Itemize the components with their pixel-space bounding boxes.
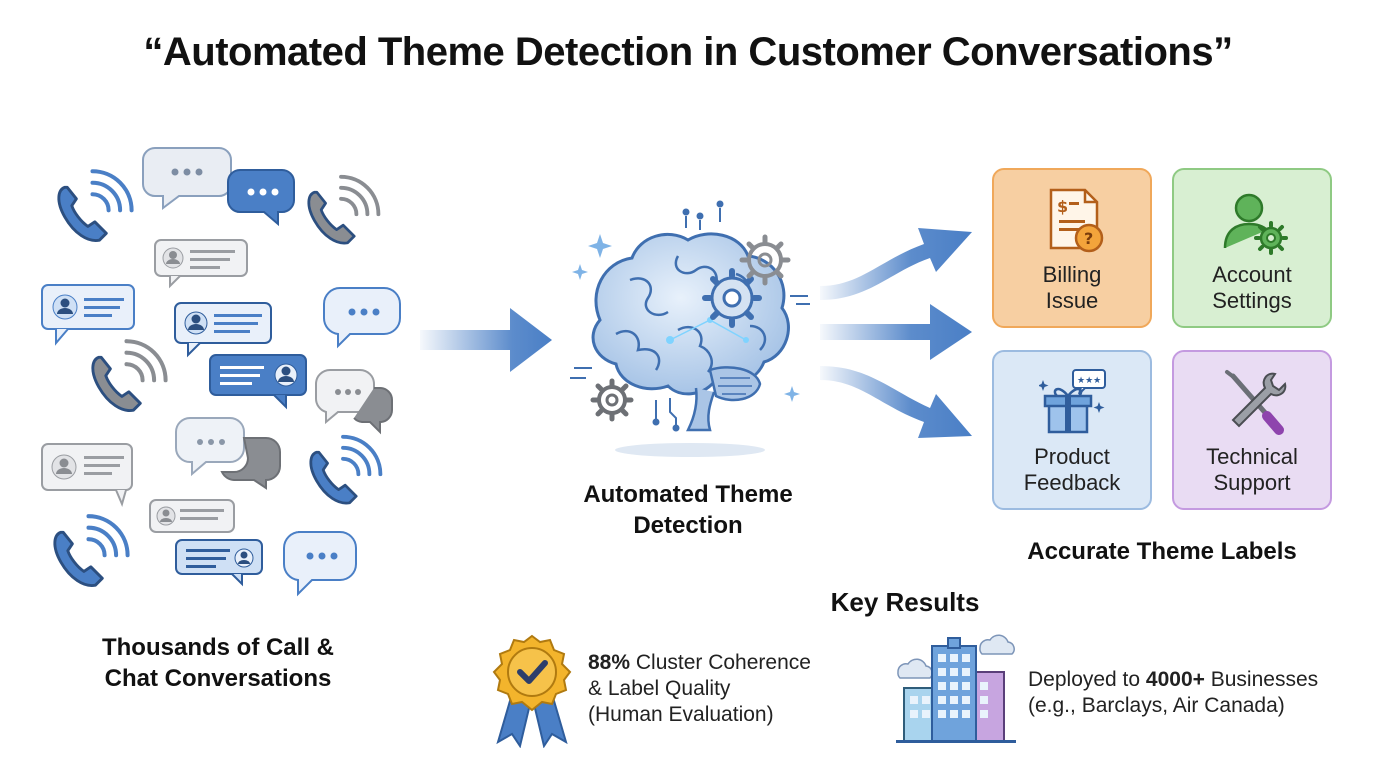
chat-bubble-icon [175,417,281,490]
theme-card-account: Account Settings [1172,168,1332,328]
input-caption: Thousands of Call & Chat Conversations [60,632,376,694]
message-card-icon [175,539,263,587]
gear-icon [590,378,634,422]
phone-icon [309,434,383,505]
deployment-result: Deployed to 4000+ Businesses (e.g., Barc… [1028,667,1368,719]
page-title: “Automated Theme Detection in Customer C… [143,30,1233,74]
svg-text:★★★: ★★★ [1077,376,1101,386]
theme-label-line2: Feedback [1023,470,1121,495]
flow-arrow-icon [820,366,972,438]
svg-text:$: $ [1057,197,1068,216]
theme-label-line1: Technical [1206,444,1298,469]
input-caption-line1: Thousands of Call & [101,634,334,661]
coherence-line3: (Human Evaluation) [588,703,774,726]
theme-label: Billing Issue [994,262,1150,314]
theme-label-line1: Account [1212,262,1292,287]
key-results-heading: Key Results [830,587,980,617]
user-gear-icon [1223,193,1288,255]
deployment-suffix: Businesses [1204,668,1319,691]
phone-icon [307,174,381,245]
message-card-icon [209,354,307,410]
message-card-icon [41,443,133,507]
engine-caption-line2: Detection [633,512,743,539]
theme-label: Account Settings [1174,262,1330,314]
conversations-cluster [41,147,401,597]
engine-caption: Automated Theme Detection [560,479,816,541]
coherence-line1: 88% Cluster Coherence [588,650,848,676]
award-badge-icon [492,634,572,748]
chat-bubble-icon [315,369,393,435]
phone-icon [91,341,166,412]
deployment-line1: Deployed to 4000+ Businesses [1028,667,1368,693]
engine-caption-line1: Automated Theme [583,481,793,508]
deployment-value: 4000+ [1145,668,1205,691]
phone-icon [57,171,132,242]
chat-bubble-icon [322,287,401,349]
message-card-icon [174,302,272,358]
brain-icon [570,200,810,457]
fanout-arrows [820,228,972,438]
city-buildings-icon [896,634,1016,743]
theme-label-line2: Settings [1212,288,1292,313]
input-caption-line2: Chat Conversations [104,665,332,692]
flow-arrow-icon [820,228,972,300]
chat-bubble-icon [282,531,357,597]
deployment-line2: (e.g., Barclays, Air Canada) [1028,694,1285,717]
theme-label: Product Feedback [994,444,1150,496]
invoice-question-icon: $ ? [1049,188,1104,253]
phone-icon [53,516,128,587]
theme-label-line1: Billing [1042,262,1102,287]
coherence-label: Cluster Coherence [630,651,811,674]
message-card-icon [154,239,248,289]
gift-rating-icon: ★★★ [1039,369,1106,434]
flow-arrow-icon [820,304,972,360]
coherence-result: 88% Cluster Coherence & Label Quality (H… [588,650,848,728]
chat-bubble-icon [142,147,232,210]
message-card-icon [41,284,135,346]
theme-card-technical: Technical Support [1172,350,1332,510]
theme-label-line1: Product [1034,444,1110,469]
theme-label: Technical Support [1174,444,1330,496]
wrench-screwdriver-icon [1225,370,1287,435]
outputs-caption: Accurate Theme Labels [1027,538,1297,565]
svg-text:?: ? [1084,229,1093,248]
flow-arrow-icon [420,308,552,372]
coherence-value: 88% [588,651,631,674]
deployment-prefix: Deployed to [1028,668,1146,691]
theme-label-line2: Support [1213,470,1291,495]
chat-bubble-icon [227,169,295,227]
theme-card-product: ★★★ Product Feedback [992,350,1152,510]
message-card-icon [149,499,235,533]
theme-card-billing: $ ? Billing Issue [992,168,1152,328]
coherence-line2: & Label Quality [588,677,731,700]
theme-label-line2: Issue [1045,288,1099,313]
gear-icon [739,234,791,286]
